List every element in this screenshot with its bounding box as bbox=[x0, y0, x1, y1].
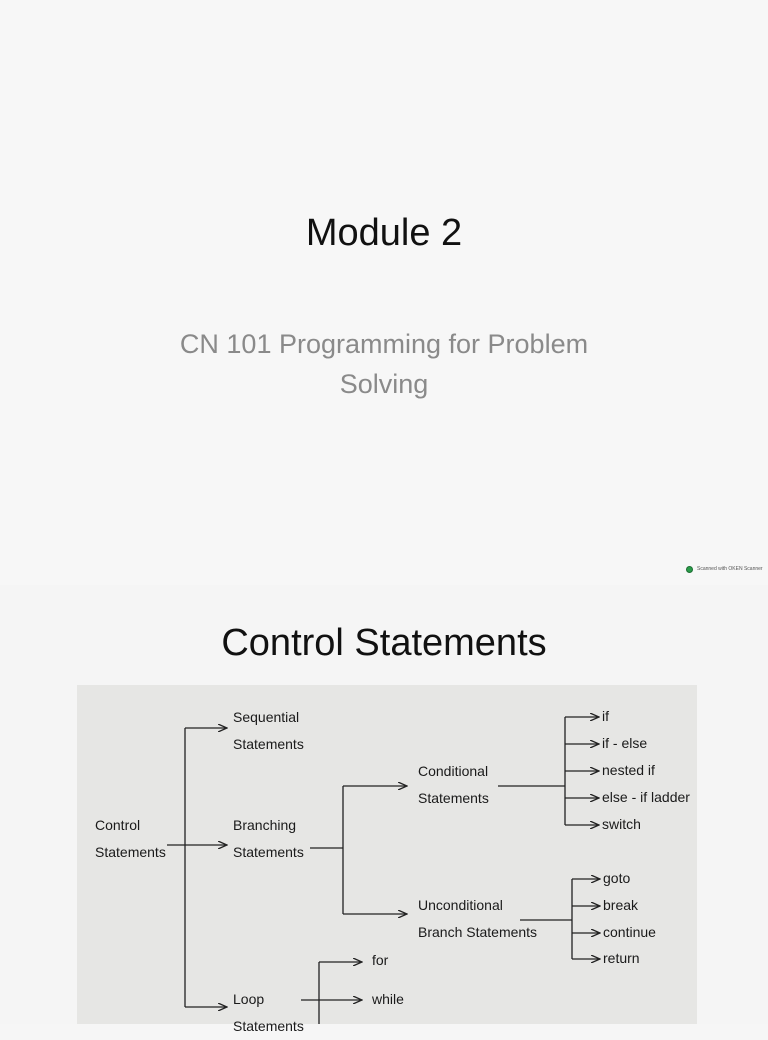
leaf-nested-if: nested if bbox=[602, 762, 655, 778]
scanner-watermark: Scanned with OKEN Scanner bbox=[686, 564, 763, 574]
leaf-break: break bbox=[603, 897, 639, 913]
leaf-continue: continue bbox=[603, 924, 656, 940]
leaf-if-else: if - else bbox=[602, 735, 648, 751]
scanner-logo-icon bbox=[686, 565, 693, 573]
control-statements-title: Control Statements bbox=[221, 622, 547, 664]
leaf-switch: switch bbox=[602, 816, 641, 832]
node-loop-statements: Loop Statements bbox=[233, 991, 304, 1034]
leaf-if: if bbox=[602, 708, 609, 724]
leaf-else-if-ladder: else - if ladder bbox=[602, 789, 690, 805]
scanner-watermark-text: Scanned with OKEN Scanner bbox=[697, 566, 763, 572]
slide-title: Module 2 bbox=[305, 212, 463, 254]
slide-1: Module 2 CN 101 Programming for Problem … bbox=[179, 212, 763, 574]
leaf-for: for bbox=[372, 952, 389, 968]
slide-subtitle: CN 101 Programming for Problem Solving bbox=[179, 329, 589, 399]
node-control-statements: Control Statements bbox=[95, 817, 166, 860]
leaf-goto: goto bbox=[603, 870, 631, 886]
control-statements-diagram: Control Statements Sequential Statements… bbox=[77, 685, 697, 1034]
node-branching-statements: Branching Statements bbox=[233, 817, 304, 860]
diagram-connectors bbox=[167, 685, 697, 1024]
node-unconditional-branch-statements: Unconditional Branch Statements bbox=[418, 897, 538, 940]
node-sequential-statements: Sequential Statements bbox=[233, 709, 304, 752]
node-conditional-statements: Conditional Statements bbox=[418, 763, 489, 806]
leaf-while: while bbox=[372, 991, 404, 1007]
leaf-return: return bbox=[603, 950, 640, 966]
